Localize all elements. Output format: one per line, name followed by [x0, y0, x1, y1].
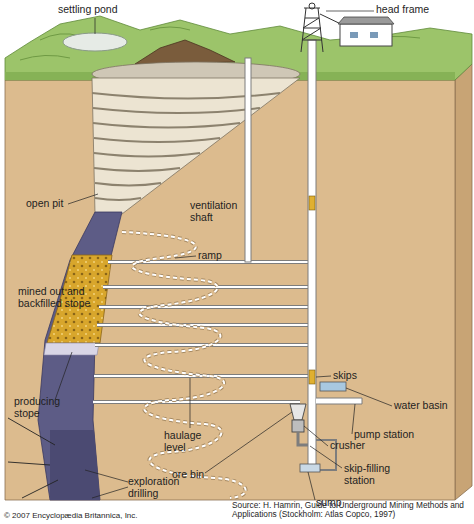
- ground-side: [455, 64, 472, 500]
- part-label: ramp: [198, 250, 238, 262]
- head-frame: [301, 3, 345, 52]
- skip: [309, 370, 315, 384]
- copyright-note: © 2007 Encyclopædia Britannica, Inc.: [4, 512, 204, 521]
- skip: [309, 196, 315, 210]
- settling-pond: [63, 33, 127, 51]
- part-label: pump station: [354, 429, 444, 441]
- part-label: mined out and backfilled stope: [18, 286, 92, 309]
- leader-lines: [55, 11, 392, 500]
- ore-body: [38, 212, 122, 500]
- pit-benches: [92, 93, 280, 200]
- ore-body-deep: [50, 430, 100, 500]
- ramp: [122, 232, 246, 498]
- skip-filling-station: [298, 432, 308, 445]
- ramp-underlay: [122, 232, 246, 498]
- open-pit: [92, 78, 300, 214]
- part-label: ventilation shaft: [190, 200, 252, 223]
- ore-bin: [290, 404, 306, 420]
- part-label: water basin: [394, 400, 472, 412]
- part-label: crusher: [330, 440, 390, 452]
- crusher: [292, 420, 304, 432]
- pump-station: [316, 398, 362, 404]
- source-note: Source: H. Hamrin, Guide to Underground …: [232, 501, 472, 519]
- part-label: head frame: [376, 4, 456, 16]
- window: [370, 32, 378, 38]
- part-label: settling pond: [58, 4, 148, 16]
- drill-holes: [8, 418, 58, 498]
- hoist-roof: [338, 17, 394, 24]
- waste-pile: [135, 40, 235, 64]
- part-label: skip-filling station: [344, 463, 416, 486]
- part-label: haulage level: [164, 430, 216, 453]
- ground-front: [5, 80, 455, 500]
- part-label: producing stope: [14, 396, 74, 419]
- mine-levels: [93, 262, 310, 402]
- water-basin: [320, 382, 346, 391]
- part-label: skips: [333, 370, 373, 382]
- window: [350, 32, 358, 38]
- ventilation-shaft: [245, 58, 251, 262]
- part-label: open pit: [26, 198, 86, 210]
- main-shaft: [308, 40, 316, 468]
- part-label: exploration drilling: [128, 476, 190, 499]
- part-label: ore bin: [172, 469, 222, 481]
- hoist-house: [340, 24, 392, 46]
- sump: [300, 464, 320, 472]
